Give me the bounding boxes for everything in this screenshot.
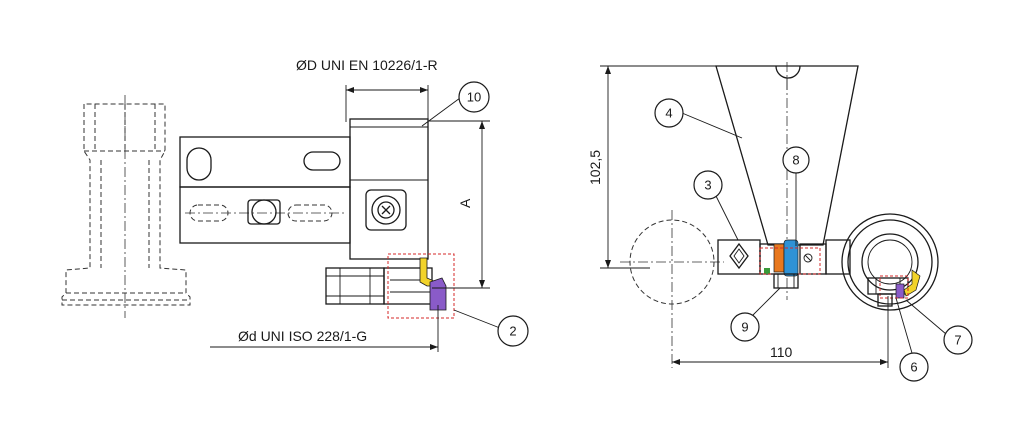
- dim-height-label: 102,5: [587, 150, 603, 185]
- balloon-6-label: 6: [910, 360, 917, 375]
- valve-body: [325, 118, 433, 305]
- balloon-3-label: 3: [704, 178, 711, 193]
- balloon-8-label: 8: [792, 153, 799, 168]
- dimension-height: 102,5: [587, 65, 720, 269]
- balloon-8: 8: [782, 146, 810, 246]
- od-top-label: ØD UNI EN 10226/1-R: [296, 57, 438, 73]
- balloon-7-label: 7: [954, 333, 961, 348]
- balloon-7: 7: [905, 299, 973, 355]
- dimension-width: 110: [672, 296, 889, 368]
- od-bottom-label: Ød UNI ISO 228/1-G: [238, 328, 367, 344]
- phantom-circle: [620, 210, 724, 368]
- purple-ring: [429, 277, 447, 311]
- phantom-pipe-outline: [61, 95, 191, 318]
- dimension-od-bottom: Ød UNI ISO 228/1-G: [210, 305, 439, 352]
- dimension-od-top: ØD UNI EN 10226/1-R: [296, 57, 438, 122]
- balloon-3: 3: [693, 170, 739, 241]
- mounting-bracket: [179, 136, 351, 244]
- balloon-9: 9: [730, 287, 781, 342]
- balloon-9-label: 9: [741, 320, 748, 335]
- balloon-2-label: 2: [509, 324, 516, 339]
- balloon-10: 10: [421, 81, 490, 127]
- balloon-6: 6: [895, 297, 929, 382]
- purple-ring-right: [895, 283, 905, 299]
- round-body: [841, 213, 939, 311]
- valve-assembly: [717, 239, 851, 289]
- green-mark: [764, 268, 770, 274]
- dim-width-label: 110: [770, 344, 793, 360]
- blue-part: [783, 239, 799, 277]
- balloon-10-label: 10: [467, 90, 481, 105]
- yellow-seal-right: [903, 269, 921, 297]
- dimension-a: A: [428, 120, 490, 289]
- balloon-4: 4: [654, 98, 743, 139]
- seal-detail: [387, 253, 455, 319]
- balloon-2: 2: [453, 309, 529, 347]
- balloon-4-label: 4: [665, 106, 672, 121]
- dim-a-label: A: [457, 198, 473, 208]
